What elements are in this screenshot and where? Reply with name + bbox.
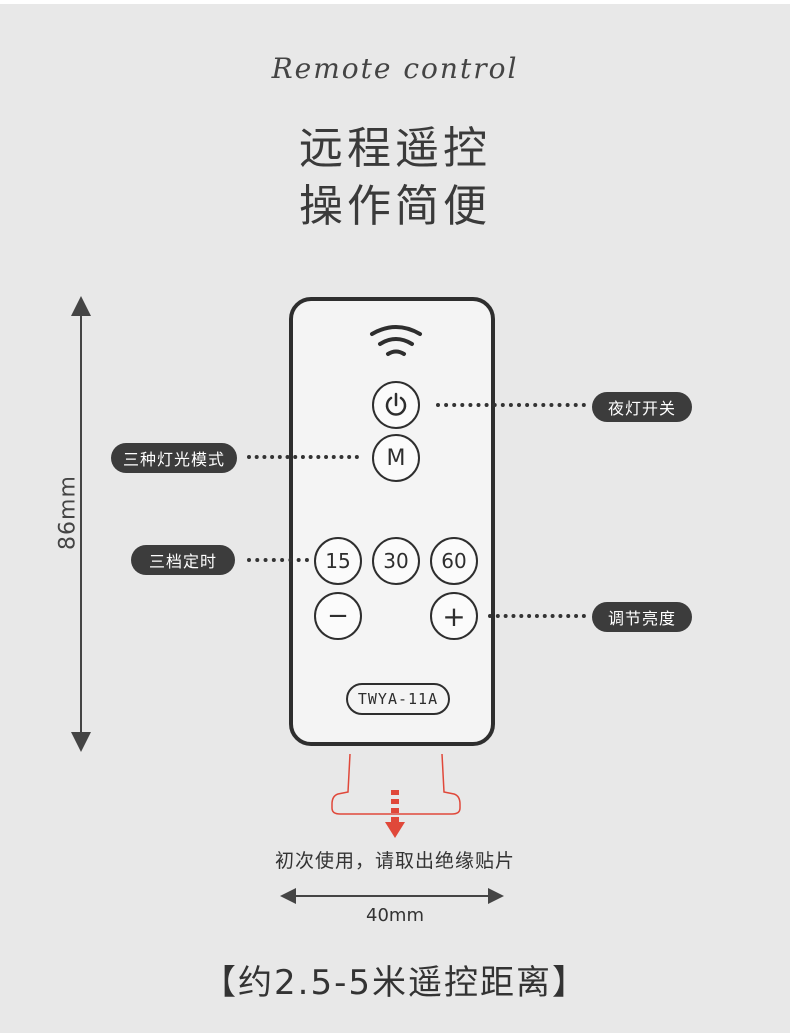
headline-line-1: 远程遥控 (299, 123, 491, 174)
mode-button[interactable]: M (372, 434, 420, 482)
arrow-left-icon (280, 888, 296, 904)
plus-icon: + (442, 599, 466, 633)
brightness-down-button[interactable]: − (314, 592, 362, 640)
headline-line-2: 操作简便 (299, 181, 491, 232)
height-dimension-line (80, 310, 82, 735)
top-divider (0, 0, 790, 4)
arrow-up-icon (71, 296, 91, 316)
width-dimension-line (292, 895, 492, 897)
power-callout-leader (436, 403, 586, 407)
pull-tab-note: 初次使用，请取出绝缘贴片 (274, 850, 515, 872)
arrow-down-icon (71, 732, 91, 752)
timer-15-button[interactable]: 15 (314, 537, 362, 585)
width-label: 40mm (366, 905, 424, 926)
power-button[interactable] (372, 381, 420, 429)
pull-tab-icon (331, 753, 461, 838)
mode-callout: 三种灯光模式 (111, 443, 237, 473)
brightness-callout: 调节亮度 (592, 602, 692, 632)
height-label: 86mm (55, 475, 81, 550)
timer-callout-leader (247, 558, 309, 562)
timer-60-button[interactable]: 60 (430, 537, 478, 585)
range-text: 【约2.5-5米遥控距离】 (202, 963, 588, 1003)
arrow-right-icon (488, 888, 504, 904)
power-icon (385, 392, 407, 416)
model-badge: TWYA-11A (346, 683, 450, 715)
remote-body (289, 297, 495, 746)
brightness-callout-leader (488, 614, 586, 618)
timer-30-button[interactable]: 30 (372, 537, 420, 585)
signal-icon (370, 325, 422, 356)
mode-callout-leader (247, 455, 359, 459)
power-callout: 夜灯开关 (592, 392, 692, 422)
brightness-up-button[interactable]: + (430, 592, 478, 640)
timer-callout: 三档定时 (131, 545, 235, 575)
script-title: Remote control (271, 52, 519, 85)
minus-icon: − (327, 601, 349, 631)
